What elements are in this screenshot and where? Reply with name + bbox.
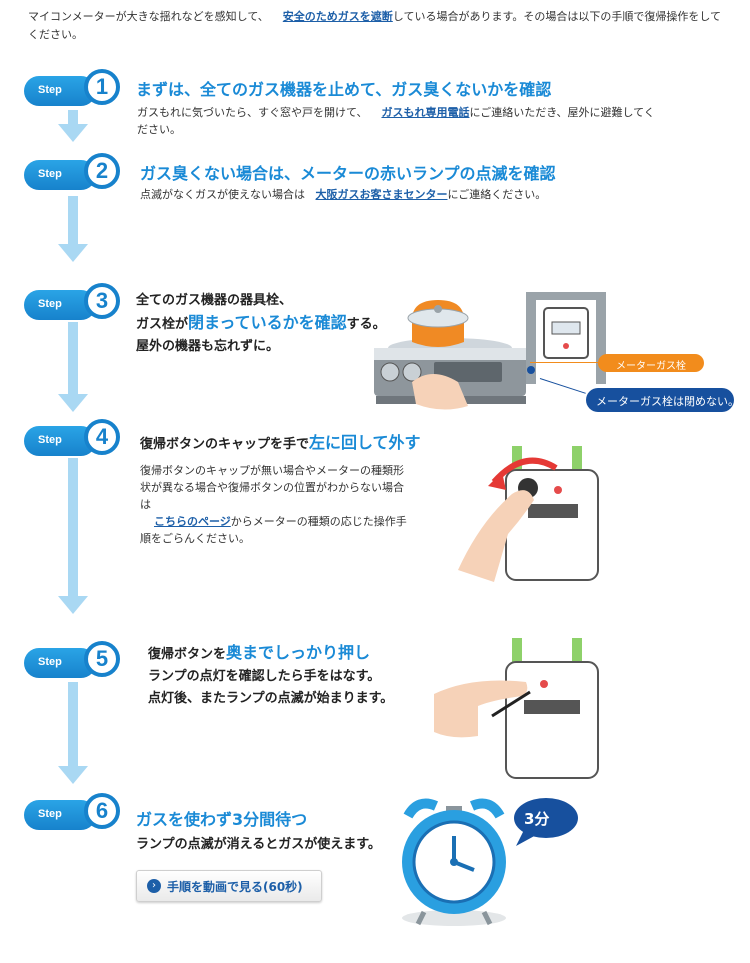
step-label: Step: [38, 298, 62, 310]
step-5-line2: ランプの点灯を確認したら手をはなす。: [148, 669, 381, 684]
step-arrow-2: [58, 196, 88, 262]
step-2-title: ガス臭くない場合は、メーターの赤いランプの点滅を確認: [140, 164, 556, 183]
step-1-badge: Step 1: [24, 69, 120, 106]
stove-illustration: [374, 300, 526, 410]
step-label: Step: [38, 168, 62, 180]
intro-after: している場合があります。その場合は以下の手順で復帰操作をしてください。: [28, 10, 722, 41]
step-3-text: 全てのガス機器の器具栓、 ガス栓が閉まっているかを確認する。 屋外の機器も忘れず…: [136, 290, 386, 358]
intro-before: マイコンメーターが大きな揺れなどを感知して、: [28, 10, 269, 23]
step-2-text: 点滅がなくガスが使えない場合は 大阪ガスお客さまセンターにご連絡ください。: [140, 186, 660, 203]
step-3-highlight: 閉まっているかを確認: [188, 313, 347, 332]
remove-cap-illustration: [458, 446, 599, 582]
meter-gas-cock-pointer: [530, 362, 600, 363]
watch-video-button[interactable]: › 手順を動画で見る(60秒): [136, 870, 322, 902]
play-arrow-icon: ›: [147, 879, 161, 893]
step-number: 5: [95, 646, 109, 671]
intro-text: マイコンメーターが大きな揺れなどを感知して、 安全のためガスを遮断している場合が…: [28, 8, 728, 44]
gas-shutoff-link[interactable]: 安全のためガスを遮断: [282, 10, 393, 23]
step-2-badge: Step 2: [24, 153, 120, 190]
step-3-line1: 全てのガス機器の器具栓、: [136, 293, 293, 308]
alarm-clock-icon: [402, 798, 506, 926]
step-1-text: ガスもれに気づいたら、すぐ窓や戸を開けて、 ガスもれ専用電話にご連絡いただき、屋…: [137, 104, 657, 138]
step-number: 6: [95, 798, 109, 823]
step-label: Step: [38, 656, 62, 668]
watch-video-label: 手順を動画で見る(60秒): [167, 880, 303, 894]
step-number: 4: [95, 424, 109, 449]
step-6-title: ガスを使わず3分間待つ: [136, 810, 308, 829]
step-4-badge: Step 4: [24, 419, 120, 456]
step-4-text2: からメーターの種類の応じた操作手順をごらんください。: [140, 515, 407, 545]
step-arrow-1: [58, 110, 88, 142]
step-1-text-after: にご連絡いただき、屋外に避難してください。: [137, 106, 655, 136]
step-label: Step: [38, 434, 62, 446]
meter-pipe-illustration: [526, 292, 606, 384]
step-arrow-3: [58, 322, 88, 412]
step-number: 2: [95, 158, 109, 183]
step-3-line3: 屋外の機器も忘れずに。: [136, 339, 280, 354]
step-label: Step: [38, 84, 62, 96]
step-arrow-5: [58, 682, 88, 784]
meter-gas-cock-label: メーターガス栓: [598, 354, 704, 372]
step-arrow-4: [58, 458, 88, 614]
step-4-title: 復帰ボタンのキャップを手で左に回して外す: [140, 433, 421, 452]
step-label: Step: [38, 808, 62, 820]
step-6-line1: ランプの点滅が消えるとガスが使えます。: [136, 837, 381, 852]
meter-gas-cock-text: メーターガス栓: [616, 361, 686, 372]
step-5-line3: 点灯後、またランプの点滅が始まります。: [148, 691, 394, 706]
gas-leak-phone-link[interactable]: ガスもれ専用電話: [381, 106, 470, 119]
meter-gas-cock-note-text: メーターガス栓は閉めない。: [596, 395, 739, 408]
step-4-highlight: 左に回して外す: [309, 433, 421, 452]
step-number: 1: [95, 74, 109, 99]
step-2-text-before: 点滅がなくガスが使えない場合は: [140, 188, 305, 201]
step-5-highlight: 奥までしっかり押し: [226, 643, 371, 662]
step-number: 3: [95, 288, 109, 313]
step-5-badge: Step 5: [24, 641, 120, 678]
meter-types-link[interactable]: こちらのページ: [154, 515, 231, 528]
step-3-line2: ガス栓が閉まっているかを確認する。: [136, 313, 386, 332]
step-1-text-before: ガスもれに気づいたら、すぐ窓や戸を開けて、: [137, 106, 368, 119]
step-3-badge: Step 3: [24, 283, 120, 320]
step-4-text1: 復帰ボタンのキャップが無い場合やメーターの種類形状が異なる場合や復帰ボタンの位置…: [140, 464, 404, 511]
step-4-text: 復帰ボタンのキャップが無い場合やメーターの種類形状が異なる場合や復帰ボタンの位置…: [140, 462, 410, 547]
press-button-illustration: [434, 638, 599, 779]
step-6-badge: Step 6: [24, 793, 120, 830]
three-minutes-bubble: [514, 798, 578, 846]
step-5-line1: 復帰ボタンを奥までしっかり押し: [148, 643, 371, 662]
three-minutes-label: 3分: [524, 810, 550, 828]
meter-gas-cock-note: メーターガス栓は閉めない。: [586, 388, 739, 412]
step-1-title: まずは、全てのガス機器を止めて、ガス臭くないかを確認: [136, 80, 552, 99]
customer-center-link[interactable]: 大阪ガスお客さまセンター: [315, 188, 448, 201]
step-5-text: 復帰ボタンを奥までしっかり押し ランプの点灯を確認したら手をはなす。 点灯後、ま…: [148, 642, 393, 710]
step-2-text-after: にご連絡ください。: [447, 188, 547, 201]
